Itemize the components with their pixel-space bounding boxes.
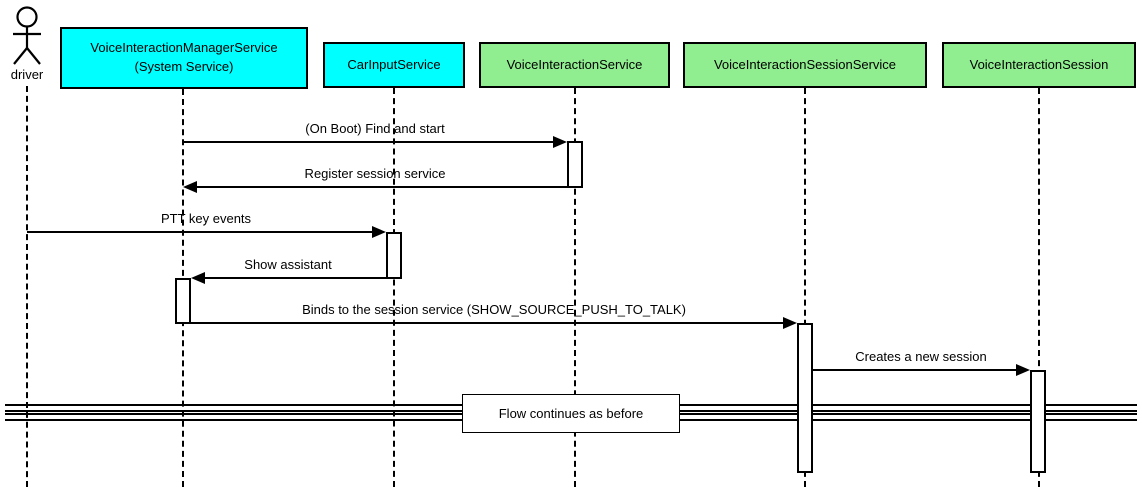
lifeline-driver [26,86,28,487]
divider-box: Flow continues as before [462,394,680,433]
arrowhead-left-icon [183,181,197,193]
participant-label: CarInputService [347,56,441,72]
activation-car-input-service [386,232,402,279]
divider-label: Flow continues as before [498,406,644,421]
message-line [191,322,784,324]
lifeline-car-input-service [393,88,395,487]
lifeline-voice-interaction-session [1038,88,1040,487]
actor-icon [13,6,41,65]
message-line [196,186,567,188]
lifeline-voice-interaction-session-service [804,88,806,487]
participant-car-input-service: CarInputService [323,42,465,88]
arrowhead-left-icon [191,272,205,284]
actor-label: driver [10,67,44,82]
participant-voice-interaction-session: VoiceInteractionSession [942,42,1136,88]
message-line [204,277,386,279]
activation-voice-interaction-service [567,141,583,188]
message-line [183,141,555,143]
participant-label: VoiceInteractionService [506,56,643,72]
participant-voice-interaction-manager-service: VoiceInteractionManagerService (System S… [60,27,308,89]
arrowhead-right-icon [783,317,797,329]
message-label-register-session-service: Register session service [304,166,446,181]
lifeline-voice-interaction-service [574,88,576,487]
participant-voice-interaction-session-service: VoiceInteractionSessionService [683,42,927,88]
message-line [813,369,1017,371]
message-label-show-assistant: Show assistant [244,257,332,272]
activation-voice-interaction-session [1030,370,1046,473]
message-line [27,231,373,233]
participant-label: VoiceInteractionSession [969,56,1109,72]
participant-voice-interaction-service: VoiceInteractionService [479,42,670,88]
message-label-creates-a-new-session: Creates a new session [855,349,987,364]
message-label-ptt-key-events: PTT key events [160,211,252,226]
message-label-on-boot-find-and-start: (On Boot) Find and start [305,121,445,136]
message-label-binds-to-session-service: Binds to the session service (SHOW_SOURC… [302,302,686,317]
activation-voice-interaction-manager-service [175,278,191,324]
participant-label: VoiceInteractionManagerService [90,40,278,56]
participant-sublabel: (System Service) [134,59,234,74]
arrowhead-right-icon [553,136,567,148]
participant-label: VoiceInteractionSessionService [713,56,897,72]
activation-voice-interaction-session-service [797,323,813,473]
arrowhead-right-icon [372,226,386,238]
arrowhead-right-icon [1016,364,1030,376]
